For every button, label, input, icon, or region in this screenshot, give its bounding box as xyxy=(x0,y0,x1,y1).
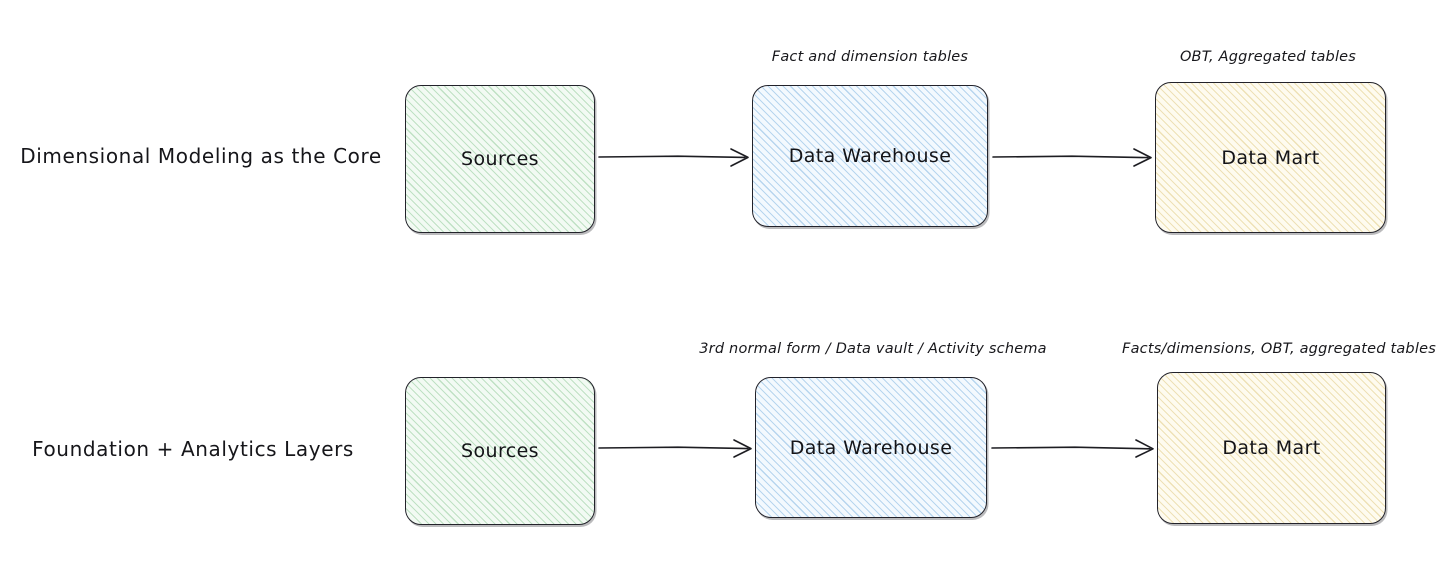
node-data-mart-row2[interactable]: Data Mart xyxy=(1157,372,1386,524)
annotation-data-mart-row1: OBT, Aggregated tables xyxy=(1179,49,1357,65)
annotation-data-warehouse-row1: Fact and dimension tables xyxy=(771,49,969,65)
node-label-data-warehouse-row1: Data Warehouse xyxy=(788,145,952,167)
node-label-sources-row2: Sources xyxy=(461,440,539,462)
row-label-dimensional-modeling: Dimensional Modeling as the Core xyxy=(20,144,382,168)
node-data-warehouse-row1[interactable]: Data Warehouse xyxy=(752,85,988,227)
node-sources-row1[interactable]: Sources xyxy=(405,85,595,233)
arrow-data-warehouse-to-data-mart-row2 xyxy=(991,439,1154,458)
arrow-sources-to-data-warehouse-row1 xyxy=(598,148,749,167)
arrow-sources-to-data-warehouse-row2 xyxy=(598,439,752,458)
node-data-warehouse-row2[interactable]: Data Warehouse xyxy=(755,377,987,518)
node-label-data-mart-row2: Data Mart xyxy=(1222,437,1321,459)
node-data-mart-row1[interactable]: Data Mart xyxy=(1155,82,1386,233)
node-label-sources-row1: Sources xyxy=(461,148,539,170)
node-label-data-mart-row1: Data Mart xyxy=(1221,146,1320,169)
node-sources-row2[interactable]: Sources xyxy=(405,377,595,525)
row-label-foundation-analytics: Foundation + Analytics Layers xyxy=(32,437,354,461)
node-label-data-warehouse-row2: Data Warehouse xyxy=(789,436,953,459)
annotation-data-mart-row2: Facts/dimensions, OBT, aggregated tables xyxy=(1122,341,1436,357)
arrow-data-warehouse-to-data-mart-row1 xyxy=(992,148,1152,167)
annotation-data-warehouse-row2: 3rd normal form / Data vault / Activity … xyxy=(699,341,1047,357)
